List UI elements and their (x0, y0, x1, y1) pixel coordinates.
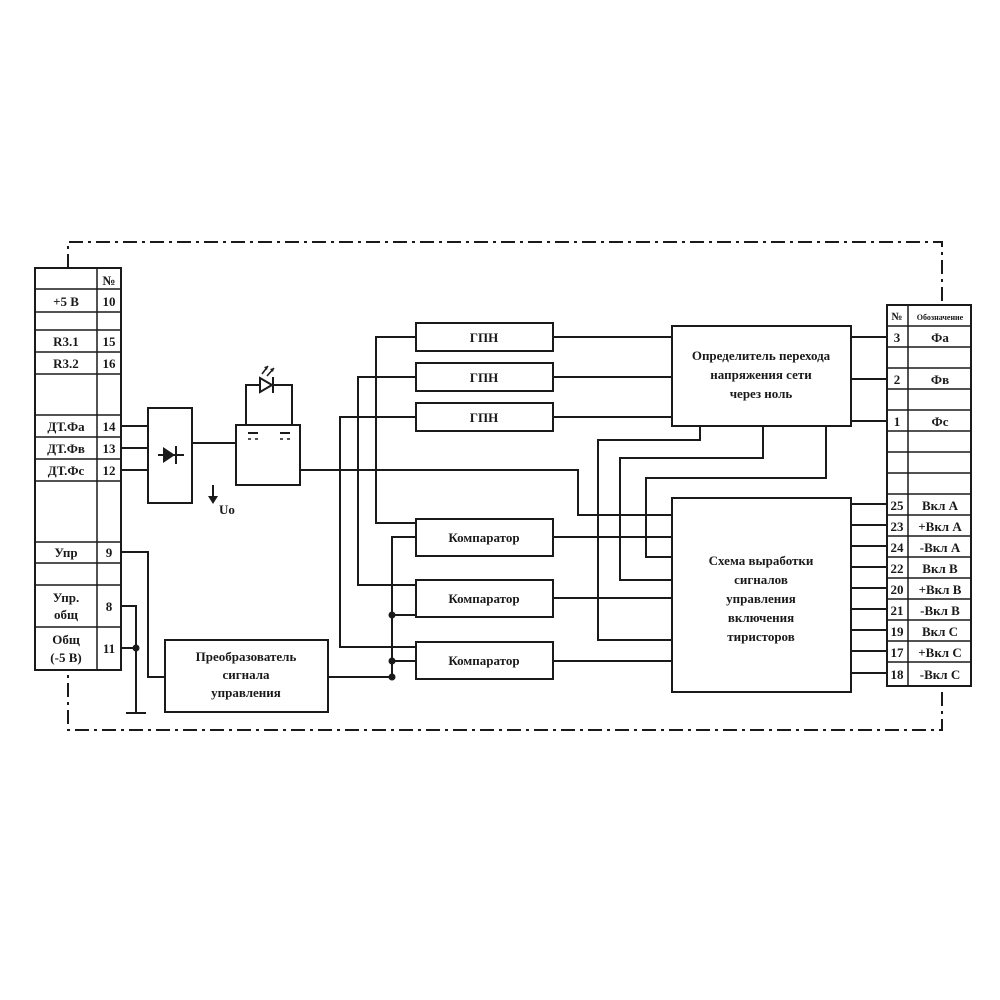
comparator-label-3: Компаратор (448, 653, 519, 668)
converter-line2: сигнала (222, 667, 270, 682)
left-num-12: 12 (103, 463, 116, 478)
zero-cross-line2: напряжения сети (710, 367, 812, 382)
right-num-17: 17 (891, 645, 905, 660)
converter-block (164, 639, 329, 713)
converter-line3: управления (211, 685, 281, 700)
left-label-dt-fa: ДТ.Фа (47, 419, 85, 434)
diode-bridge-icon (158, 446, 184, 464)
left-label-r32: R3.2 (53, 356, 79, 371)
left-label-upr-obsh-2: общ (54, 607, 78, 622)
left-label-dt-fv: ДТ.Фв (47, 441, 85, 456)
left-label-obsh-2: (-5 В) (50, 650, 81, 665)
left-num-10: 10 (103, 294, 116, 309)
right-header-label: Обозначение (917, 313, 964, 322)
right-header-number: № (891, 311, 902, 323)
right-num-24: 24 (891, 540, 905, 555)
left-num-14: 14 (103, 419, 117, 434)
left-label-upr: Упр (54, 545, 77, 560)
right-num-2: 2 (894, 372, 901, 387)
left-label-dt-fc: ДТ.Фс (48, 463, 85, 478)
right-num-21: 21 (891, 603, 904, 618)
left-label-obsh-1: Общ (52, 632, 80, 647)
comparator-block-3 (415, 641, 554, 680)
right-label-plus-vkl-c: +Вкл С (918, 645, 962, 660)
left-num-11: 11 (103, 641, 115, 656)
wiring (121, 336, 887, 714)
right-num-19: 19 (891, 624, 905, 639)
control-scheme-block (671, 497, 852, 693)
right-label-fa: Фа (931, 330, 949, 345)
left-label-r31: R3.1 (53, 334, 79, 349)
comparator-label-2: Компаратор (448, 591, 519, 606)
right-label-minus-vkl-b: -Вкл В (920, 603, 960, 618)
right-num-1: 1 (894, 414, 901, 429)
comparator-label-1: Компаратор (448, 530, 519, 545)
control-scheme-line1: Схема выработки (709, 553, 814, 568)
right-label-vkl-b: Вкл В (922, 561, 958, 576)
right-label-minus-vkl-c: -Вкл С (920, 667, 960, 682)
right-label-plus-vkl-b: +Вкл В (919, 582, 962, 597)
right-label-plus-vkl-a: +Вкл А (918, 519, 962, 534)
zero-cross-block (671, 325, 852, 427)
right-label-fc: Фс (932, 414, 949, 429)
power-output-label: Uo (219, 502, 235, 517)
gpn-label-1: ГПН (470, 330, 499, 345)
left-num-8: 8 (106, 599, 113, 614)
gpn-block-2 (415, 362, 554, 392)
left-terminal-strip: № +5 В 10 R3.1 15 R3.2 16 ДТ.Фа 14 ДТ.Фв… (34, 267, 122, 671)
zero-cross-line3: через ноль (730, 386, 793, 401)
right-num-18: 18 (891, 667, 905, 682)
control-scheme-line5: тиристоров (727, 629, 795, 644)
control-scheme-line2: сигналов (734, 572, 788, 587)
right-label-vkl-c: Вкл С (922, 624, 958, 639)
dc-supply-icon (248, 432, 290, 440)
left-num-16: 16 (103, 356, 117, 371)
right-num-3: 3 (894, 330, 901, 345)
control-scheme-line3: управления (726, 591, 796, 606)
left-num-9: 9 (106, 545, 113, 560)
gpn-label-2: ГПН (470, 370, 499, 385)
right-terminal-strip: № Обозначение 3 Фа 2 Фв 1 Фс 25 Вкл А 23… (886, 304, 972, 687)
left-num-15: 15 (103, 334, 117, 349)
left-num-13: 13 (103, 441, 117, 456)
right-label-fv: Фв (931, 372, 949, 387)
gpn-label-3: ГПН (470, 410, 499, 425)
right-num-23: 23 (891, 519, 905, 534)
power-supply-block (235, 424, 301, 486)
right-num-22: 22 (891, 561, 904, 576)
gpn-block-3 (415, 402, 554, 432)
led-icon (245, 365, 293, 425)
rectifier-block (121, 407, 193, 504)
left-label-upr-obsh-1: Упр. (53, 590, 79, 605)
control-scheme-line4: включения (728, 610, 794, 625)
right-label-minus-vkl-a: -Вкл А (920, 540, 961, 555)
left-header-number: № (102, 273, 115, 288)
right-num-20: 20 (891, 582, 904, 597)
comparator-block-1 (415, 518, 554, 557)
right-num-25: 25 (891, 498, 905, 513)
zero-cross-line1: Определитель перехода (692, 348, 831, 363)
converter-line1: Преобразователь (196, 649, 297, 664)
left-label-plus5v: +5 В (53, 294, 79, 309)
comparator-block-2 (415, 579, 554, 618)
right-label-vkl-a: Вкл А (922, 498, 959, 513)
